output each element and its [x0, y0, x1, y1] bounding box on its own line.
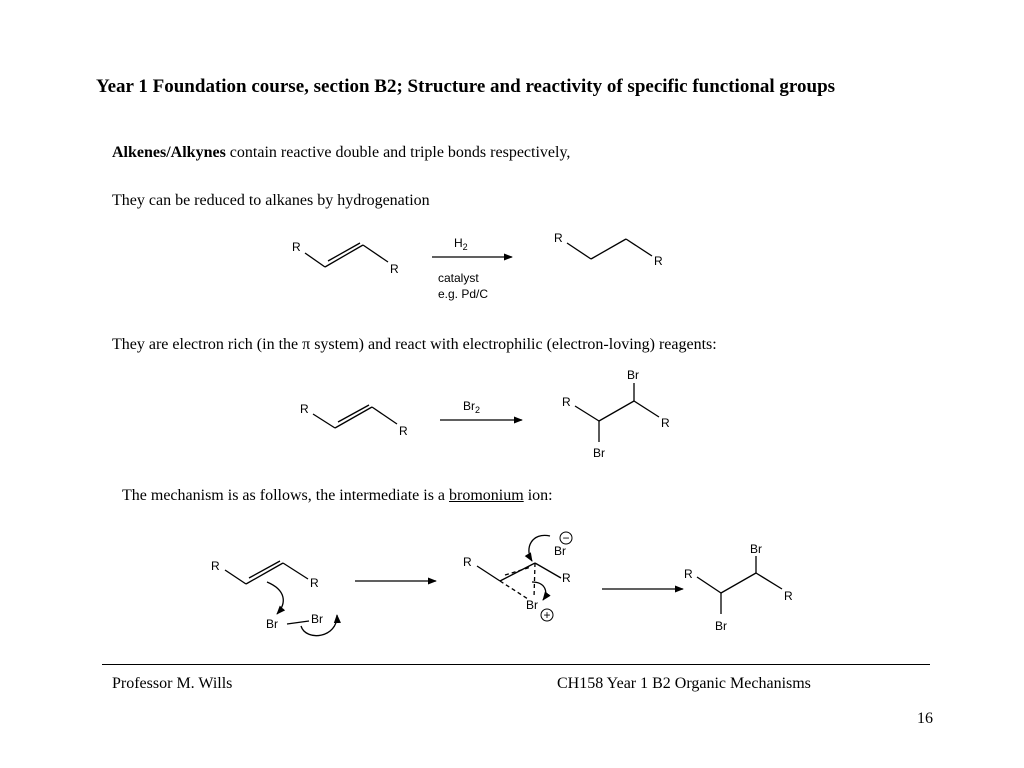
electron-rich-line: They are electron rich (in the π system)… — [112, 336, 717, 353]
br-label: Br — [627, 368, 639, 382]
alkane-product: R R — [554, 231, 663, 268]
r-label: R — [562, 395, 571, 409]
r-label: R — [562, 571, 571, 585]
br-label: Br — [715, 619, 727, 633]
intro-rest: contain reactive double and triple bonds… — [225, 144, 571, 161]
intro-term: Alkenes/Alkynes — [112, 144, 226, 161]
pi-symbol: π — [302, 336, 311, 353]
plus-sign: + — [543, 608, 550, 622]
h2-reagent: H2 — [454, 236, 468, 252]
br-label: Br — [750, 542, 762, 556]
r-label: R — [300, 402, 309, 416]
br-label: Br — [266, 617, 278, 631]
r-label: R — [463, 555, 472, 569]
curly-arrow-ring-opening — [531, 581, 551, 601]
r-label: R — [654, 254, 663, 268]
curly-arrow-bromide-attack — [524, 534, 551, 562]
r-label: R — [292, 240, 301, 254]
page-title: Year 1 Foundation course, section B2; St… — [96, 76, 836, 97]
bromonium-term: bromonium — [449, 487, 524, 504]
r-label: R — [661, 416, 670, 430]
intro-line: Alkenes/Alkynes contain reactive double … — [112, 144, 570, 162]
dibromide-product-2: R R Br Br — [684, 542, 793, 633]
r-label: R — [310, 576, 319, 590]
alkene-reactant-1: R R — [292, 240, 399, 276]
bromination-arrow: Br2 — [440, 399, 523, 424]
alkene-reactant-2: R R — [300, 402, 408, 438]
hydrogenation-arrow: H2 catalyst e.g. Pd/C — [432, 236, 513, 301]
dibromide-product-1: R R Br Br — [562, 368, 670, 460]
mechanism-alkene: R R — [211, 559, 319, 590]
page-number: 16 — [917, 710, 933, 727]
curly-arrow-br-br-bond — [300, 614, 341, 637]
bromide-label: Br — [554, 544, 566, 558]
minus-sign: − — [562, 531, 569, 545]
mechanism-line: The mechanism is as follows, the interme… — [122, 487, 553, 504]
footer-course: CH158 Year 1 B2 Organic Mechanisms — [557, 675, 811, 692]
footer-divider — [102, 664, 930, 665]
r-label: R — [390, 262, 399, 276]
br-label: Br — [311, 612, 323, 626]
r-label: R — [211, 559, 220, 573]
br-label: Br — [526, 598, 538, 612]
r-label: R — [399, 424, 408, 438]
bromonium-intermediate: R R Br + Br − — [463, 531, 573, 622]
r-label: R — [784, 589, 793, 603]
br2-reagent: Br2 — [463, 399, 480, 415]
catalyst-example: e.g. Pd/C — [438, 287, 488, 301]
positive-charge-icon — [540, 608, 554, 622]
r-label: R — [554, 231, 563, 245]
negative-charge-icon — [559, 531, 573, 545]
br-label: Br — [593, 446, 605, 460]
hydrogenation-line: They can be reduced to alkanes by hydrog… — [112, 192, 430, 209]
catalyst-label: catalyst — [438, 271, 479, 285]
footer-author: Professor M. Wills — [112, 675, 233, 692]
curly-arrow-pi-to-br — [266, 581, 286, 615]
r-label: R — [684, 567, 693, 581]
bromine-molecule: Br Br — [266, 612, 323, 631]
